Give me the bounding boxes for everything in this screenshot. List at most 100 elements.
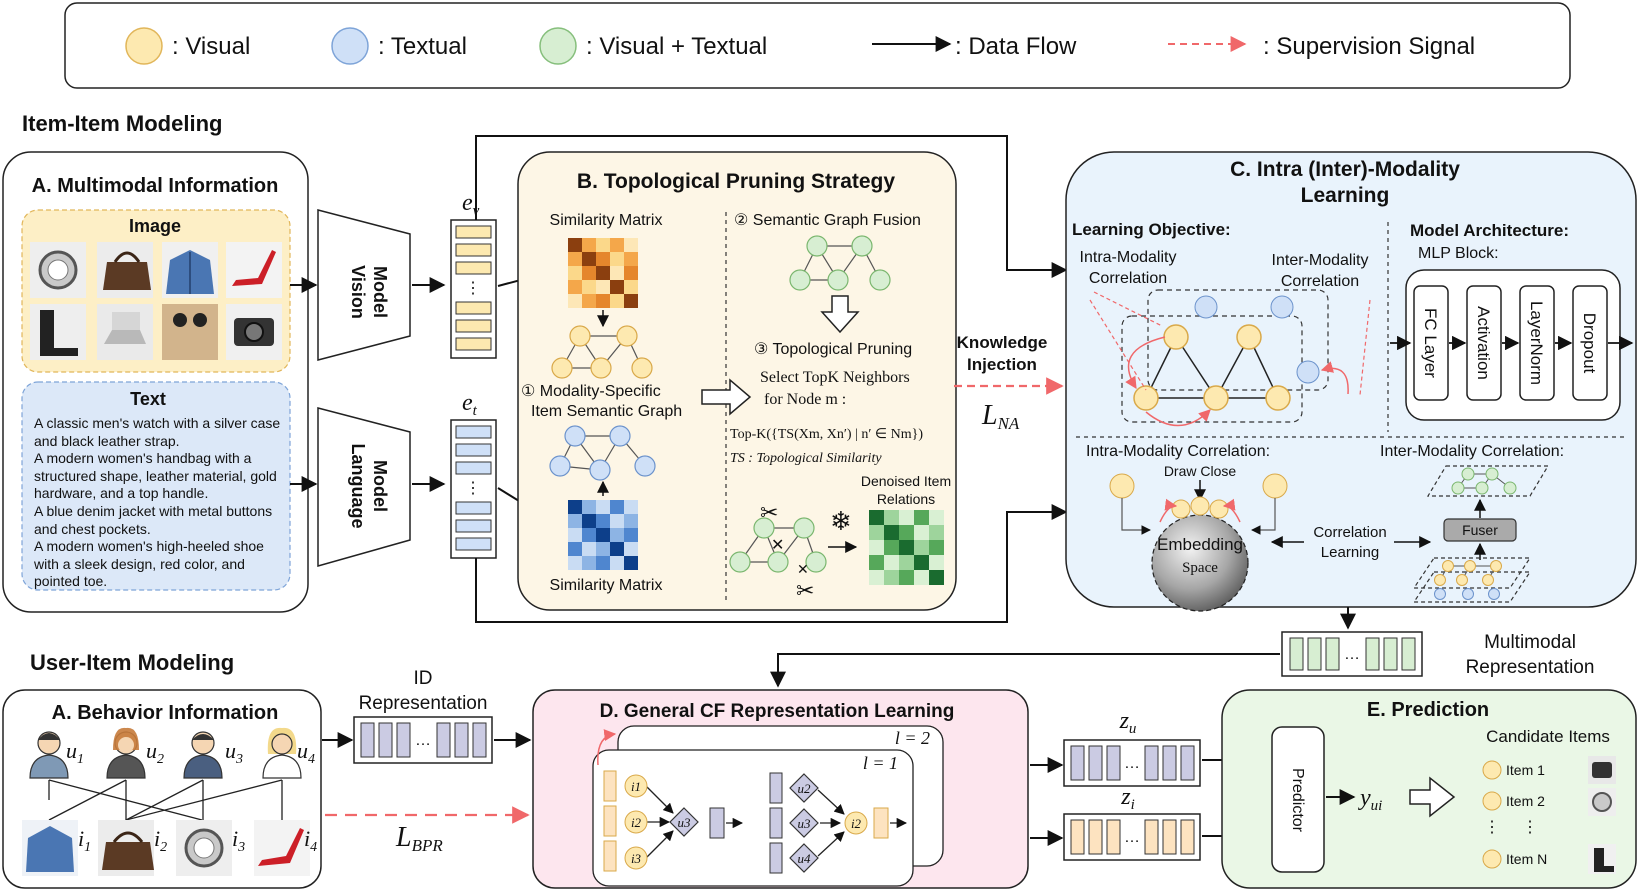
gcn-user-node-3	[789, 808, 819, 838]
multimodal-ellipsis: …	[1344, 646, 1360, 663]
item-description-1: A classic men's watch with a silver case…	[34, 415, 281, 449]
et-label: et	[462, 390, 478, 419]
model-architecture-label: Model Architecture:	[1410, 221, 1569, 240]
panel-d-title: D. General CF Representation Learning	[600, 701, 955, 722]
item-description-3: A blue denim jacket with metal buttons a…	[34, 502, 273, 537]
ev-label: ev	[462, 190, 480, 219]
legend-visual-textual-circle	[539, 27, 577, 65]
textual-item-graph	[549, 425, 656, 481]
denoised-label-1: Denoised Item	[861, 473, 951, 489]
legend-visual-label: : Visual	[172, 33, 250, 60]
et-to-panel-c-arrow	[475, 504, 1068, 623]
intra-curve-1	[1125, 336, 1166, 390]
snowflake-icon: ❄	[830, 506, 852, 536]
for-node-label: for Node m :	[764, 391, 846, 408]
predictor-label: Predictor	[1289, 768, 1306, 833]
intra-left-connector	[1121, 498, 1151, 535]
legend-supervision-label: : Supervision Signal	[1263, 33, 1475, 60]
textual-node-1	[1194, 295, 1218, 319]
dropout-box	[1572, 285, 1608, 401]
inter-bottom-label: Inter-Modality Correlation:	[1380, 443, 1564, 460]
legend-visual-textual-label: : Visual + Textual	[586, 33, 767, 60]
ev-ellipsis: ⋮	[465, 280, 481, 297]
fc-layer-box	[1413, 285, 1449, 401]
zu-ellipsis: …	[1124, 755, 1140, 772]
item-label-1: i1	[78, 826, 91, 855]
textual-node-3	[1296, 360, 1320, 384]
user-avatars: u1 u2 u3 u4	[29, 727, 315, 779]
user-avatar-4	[262, 727, 302, 779]
fused-plane	[1426, 465, 1550, 497]
et-ellipsis: ⋮	[465, 480, 481, 497]
layer-1-card	[592, 749, 914, 887]
gcn-item-node-1-label: i1	[631, 779, 641, 794]
zu-label: zu	[1119, 708, 1137, 737]
draw-close-curve-left	[1159, 498, 1178, 523]
panel-c-title-1: C. Intra (Inter)-Modality	[1230, 158, 1460, 181]
inter-corr-label-2: Correlation	[1281, 273, 1359, 290]
scissors-icon-bottom: ✂	[796, 578, 814, 603]
gcn-user-node-2-label: u2	[798, 781, 812, 796]
learning-objective-label: Learning Objective:	[1072, 220, 1231, 239]
lna-loss: LNA	[981, 400, 1020, 433]
panel-e-title: E. Prediction	[1367, 699, 1489, 721]
correlation-learning-bg	[1304, 522, 1394, 566]
cut-mark-2: ✕	[797, 561, 809, 577]
item-label-2: i2	[154, 826, 167, 855]
vision-model-label-2: Model	[370, 266, 390, 318]
language-model-label-2: Model	[370, 460, 390, 512]
intra-pointer-1	[1089, 299, 1147, 391]
id-ellipsis: …	[415, 732, 431, 749]
gcn-user-node-4	[789, 843, 819, 873]
panel-e-box	[1221, 689, 1637, 889]
gcn-item-embedding	[873, 807, 889, 839]
user-avatar-1	[29, 731, 69, 779]
pruning-graph	[729, 517, 827, 573]
gcn-right-embeddings	[769, 772, 783, 874]
item-description-4: A modern women's high-heeled shoe with a…	[34, 538, 264, 590]
id-rep-label-1: ID	[414, 668, 433, 689]
candidate-items-label: Candidate Items	[1486, 727, 1610, 746]
gcn-user-center	[669, 807, 699, 837]
candidate-item-2: Item 2	[1506, 793, 1545, 809]
gcn-user-node-3-label: u3	[798, 816, 812, 831]
panel-c-title-2: Learning	[1301, 184, 1390, 207]
step3-label: ③ Topological Pruning	[754, 341, 912, 358]
denoised-matrix	[869, 510, 944, 585]
select-topk-label: Select TopK Neighbors	[760, 369, 910, 386]
knowledge-label-2: Injection	[967, 355, 1037, 374]
ts-definition: TS : Topological Similarity	[730, 451, 882, 466]
denoised-label-2: Relations	[877, 491, 935, 507]
layer-2-label: l = 2	[895, 728, 930, 748]
visual-item-graph	[551, 325, 653, 379]
multimodal-label-1: Multimodal	[1484, 632, 1576, 653]
gcn-item-center-label: i2	[851, 816, 862, 831]
ranking-hollow-arrow	[1409, 776, 1456, 818]
inter-corr-label-1: Inter-Modality	[1272, 252, 1369, 269]
zi-ellipsis: …	[1124, 829, 1140, 846]
heel-image	[232, 250, 276, 286]
embedded-node-1	[1171, 499, 1191, 519]
fused-item-graph	[789, 235, 891, 291]
candidate-dot-1	[1482, 760, 1502, 780]
intra-node-left	[1109, 473, 1135, 499]
fusion-hollow-arrow	[701, 378, 752, 416]
visual-triangle-graph	[1133, 324, 1291, 411]
candidate-item-n: Item N	[1506, 851, 1547, 867]
step1-label-1: ① Modality-Specific	[521, 383, 661, 400]
vision-model	[317, 209, 411, 361]
gcn-user-center-label: u3	[678, 815, 692, 830]
embedding-label: Embedding	[1157, 535, 1243, 554]
gcn-left-embeddings	[603, 770, 617, 872]
layer-stack-curve	[597, 729, 617, 766]
fuser-box	[1443, 518, 1517, 542]
candidate-dots-2: ⋮	[1522, 819, 1538, 836]
legend-textual-circle	[331, 27, 369, 65]
ev-vector	[450, 219, 497, 359]
dropout-label: Dropout	[1580, 313, 1599, 374]
language-model-label-1: Language	[348, 443, 368, 528]
textual-similarity-matrix	[568, 500, 638, 570]
image-label: Image	[129, 216, 181, 236]
item-descriptions: A classic men's watch with a silver case…	[34, 415, 284, 591]
